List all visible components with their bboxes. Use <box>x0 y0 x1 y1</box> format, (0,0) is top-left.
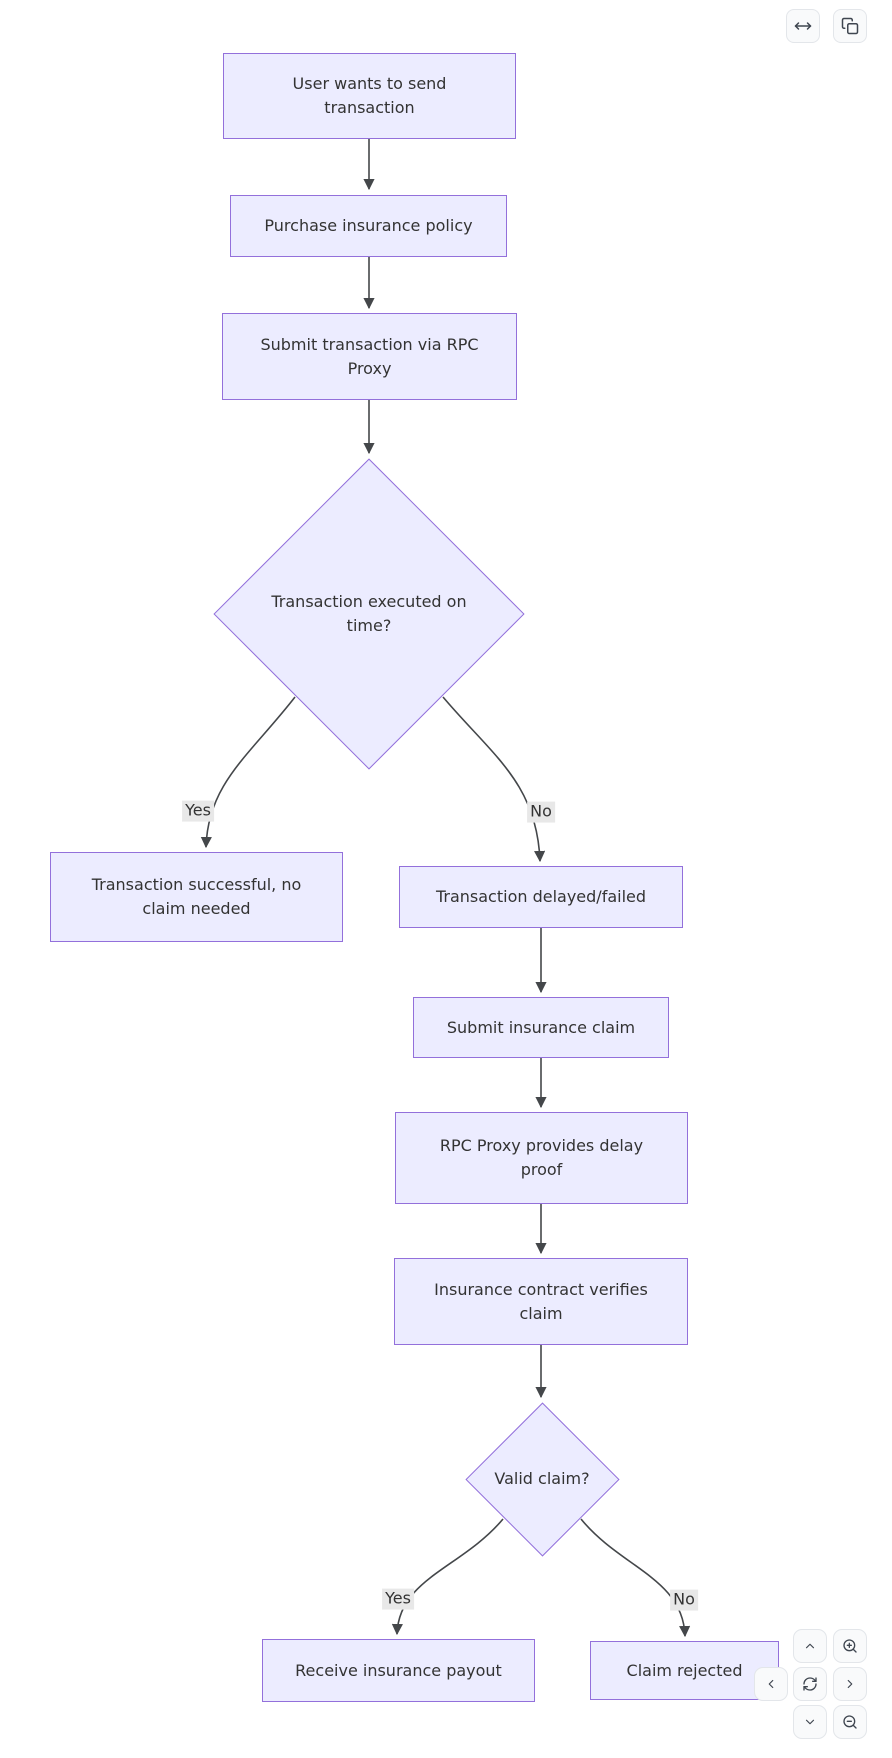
chevron-up-icon <box>805 1643 815 1649</box>
node-label: Valid claim? <box>494 1469 590 1488</box>
node-submit-transaction: Submit transaction via RPC Proxy <box>222 313 517 400</box>
pan-right-button[interactable] <box>833 1667 867 1701</box>
node-transaction-successful: Transaction successful, no claim needed <box>50 852 343 942</box>
node-label: Claim rejected <box>626 1660 743 1680</box>
node-label: Submit insurance claim <box>446 1017 636 1037</box>
edge-label-yes-1: Yes <box>182 800 214 822</box>
node-label: Transaction delayed/failed <box>435 887 647 906</box>
edge-label-no-2: No <box>670 1589 698 1611</box>
copy-button[interactable] <box>833 9 867 43</box>
edge-decision-payout-yes <box>391 1518 504 1636</box>
node-label: Transaction successful, no claim needed <box>91 875 302 918</box>
node-submit-claim: Submit insurance claim <box>413 997 669 1058</box>
edge-decision-success-yes <box>200 696 296 849</box>
chevron-left-icon <box>768 1679 774 1689</box>
node-verify-claim: Insurance contract verifies claim <box>394 1258 688 1345</box>
node-label: Purchase insurance policy <box>264 216 473 235</box>
zoom-in-icon <box>843 1639 857 1653</box>
chevron-right-icon <box>847 1679 853 1689</box>
pan-left-button[interactable] <box>754 1667 788 1701</box>
toggle-width-button[interactable] <box>786 9 820 43</box>
edge-decision-rejected-no <box>580 1518 691 1638</box>
node-label: RPC Proxy provides delay proof <box>439 1136 644 1179</box>
chevron-down-icon <box>805 1719 815 1725</box>
edge-decision-delayed-no <box>442 696 546 863</box>
node-label: Insurance contract verifies claim <box>434 1279 648 1323</box>
pan-down-button[interactable] <box>793 1705 827 1739</box>
node-receive-payout: Receive insurance payout <box>262 1639 535 1702</box>
zoom-out-icon <box>843 1715 857 1729</box>
node-label: Receive insurance payout <box>295 1660 502 1680</box>
move-horizontal-icon <box>794 22 812 30</box>
refresh-icon <box>803 1677 817 1691</box>
edge-label-yes-2: Yes <box>382 1588 414 1610</box>
pan-up-button[interactable] <box>793 1629 827 1663</box>
reset-view-button[interactable] <box>793 1667 827 1701</box>
node-user-send-transaction: User wants to send transaction <box>223 53 516 139</box>
node-claim-rejected: Claim rejected <box>590 1641 779 1700</box>
node-label: User wants to send transaction <box>292 74 447 117</box>
copy-icon <box>841 17 859 35</box>
edge-label-no-1: No <box>527 801 555 823</box>
node-transaction-delayed: Transaction delayed/failed <box>399 866 683 928</box>
node-delay-proof: RPC Proxy provides delay proof <box>395 1112 688 1204</box>
decision-valid-claim: Valid claim? <box>472 1467 612 1491</box>
node-label: Submit transaction via RPC Proxy <box>260 334 479 378</box>
zoom-in-button[interactable] <box>833 1629 867 1663</box>
node-purchase-policy: Purchase insurance policy <box>230 195 507 257</box>
zoom-out-button[interactable] <box>833 1705 867 1739</box>
node-label: Transaction executed on time? <box>271 592 467 635</box>
decision-executed-on-time: Transaction executed on time? <box>249 574 489 654</box>
